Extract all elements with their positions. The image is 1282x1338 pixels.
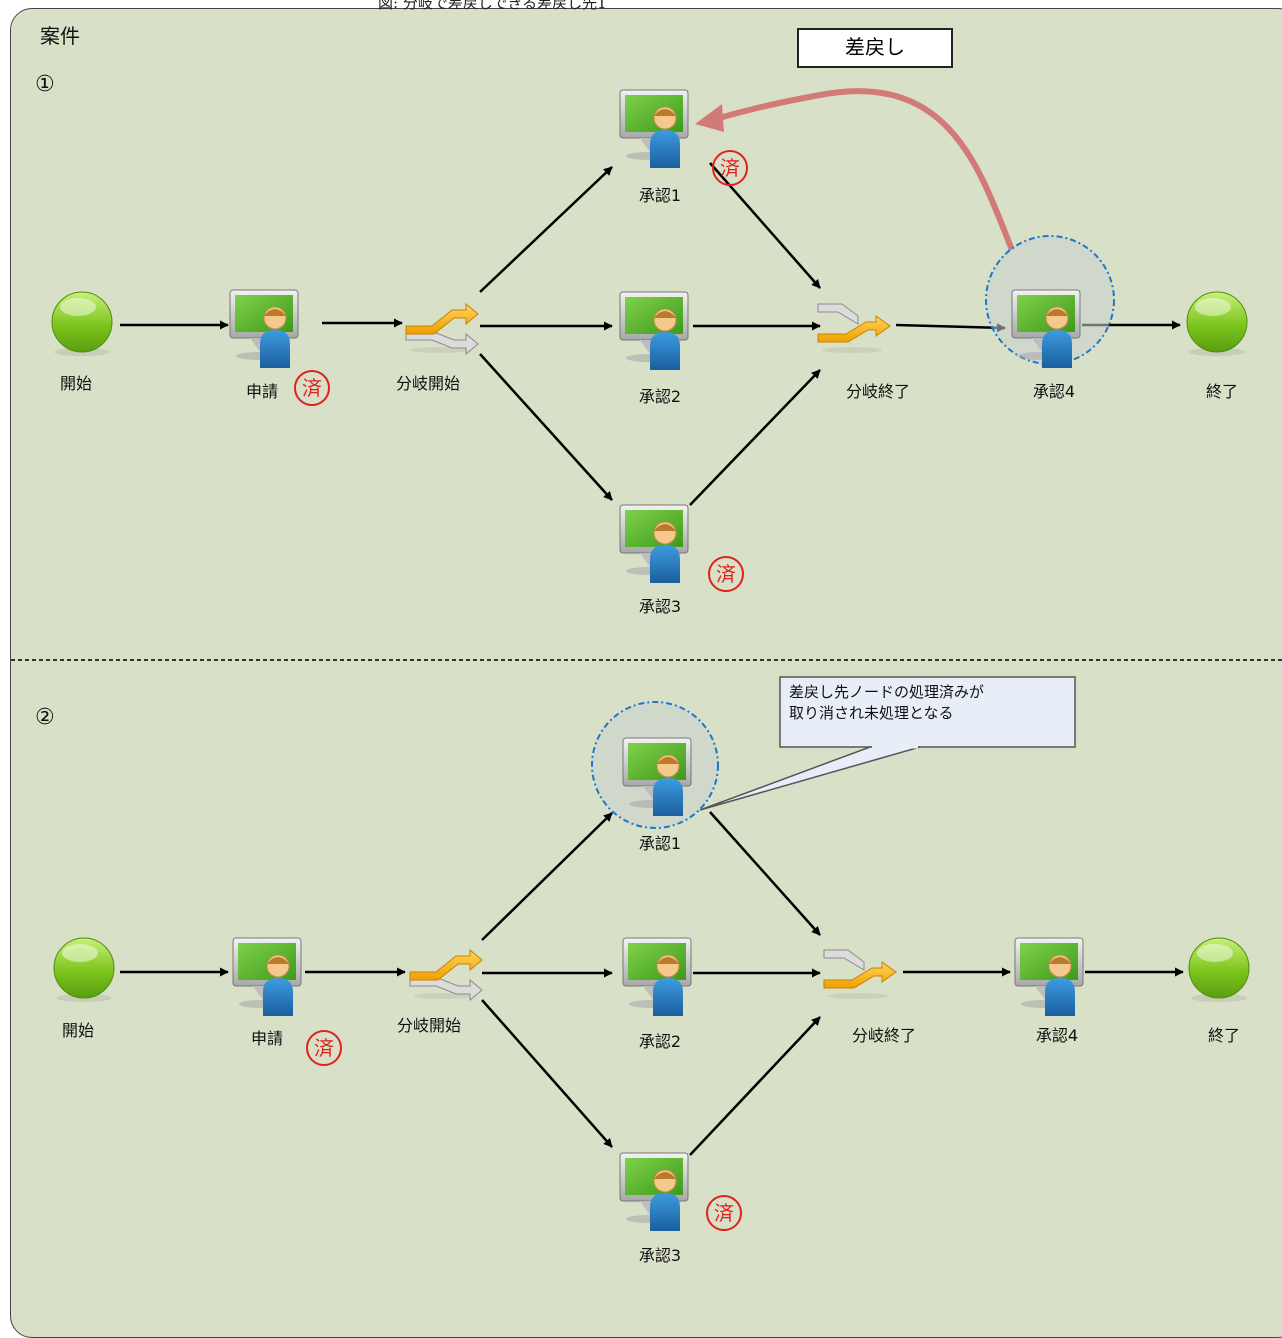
s1-node-approve3	[619, 504, 689, 583]
s1-node-end	[1186, 291, 1248, 356]
s1-node-approve2	[619, 291, 689, 370]
s2-node-branch-end	[823, 949, 897, 999]
s2-node-approve4	[1014, 937, 1084, 1016]
s1-edge-a3-join	[689, 369, 821, 506]
sendback-arrowhead	[695, 104, 724, 132]
s1-label-approve4: 承認4	[1032, 382, 1076, 401]
s1-node-branch-start	[405, 302, 479, 356]
case-panel	[10, 8, 1282, 1338]
s2-label-end: 終了	[1207, 1026, 1241, 1045]
sendback-arrow	[711, 88, 1015, 252]
s2-node-approve3	[619, 1152, 689, 1231]
s2-label-approve4: 承認4	[1035, 1026, 1079, 1045]
s2-label-branch-end: 分岐終了	[851, 1026, 917, 1045]
svg-text:済: 済	[314, 1036, 334, 1060]
s2-edge-branch-a1	[481, 812, 613, 941]
section-2-number: ②	[35, 705, 55, 730]
s1-node-approve1	[619, 89, 689, 168]
s2-node-approve1	[622, 737, 692, 816]
s1-label-approve1: 承認1	[638, 186, 682, 205]
s2-label-approve2: 承認2	[638, 1032, 682, 1051]
s1-edge-branch-a3	[479, 353, 613, 501]
s2-edge-a3-join	[689, 1016, 821, 1156]
s1-node-start	[51, 291, 113, 356]
s2-node-approve2	[622, 937, 692, 1016]
s1-edge-branch-a1	[479, 166, 613, 293]
s1-done-stamp-apply: 済	[294, 370, 330, 406]
s1-node-branch-end	[817, 303, 891, 353]
svg-text:済: 済	[720, 156, 740, 180]
note-callout-pointer	[699, 746, 921, 811]
s2-node-end	[1188, 937, 1250, 1002]
section-1-number: ①	[35, 72, 55, 97]
note-line-2: 取り消され未処理となる	[789, 704, 954, 722]
svg-text:済: 済	[716, 562, 736, 586]
sendback-label: 差戻し	[797, 28, 953, 68]
s1-node-apply	[229, 289, 299, 368]
s2-label-branch-start: 分岐開始	[396, 1016, 462, 1035]
s1-label-apply: 申請	[245, 382, 279, 401]
s1-label-start: 開始	[59, 374, 93, 393]
note-callout-text: 差戻し先ノードの処理済みが 取り消され未処理となる	[789, 682, 984, 724]
s2-node-apply	[232, 937, 302, 1016]
s2-label-apply: 申請	[250, 1029, 284, 1048]
caption-strip: 図: 分岐で差戻しできる差戻し先1	[0, 0, 1282, 12]
s2-edge-a1-join	[709, 811, 821, 936]
s2-label-approve3: 承認3	[638, 1246, 682, 1265]
s1-label-approve3: 承認3	[638, 597, 682, 616]
figure-caption: 図: 分岐で差戻しできる差戻し先1	[378, 0, 607, 12]
s2-label-start: 開始	[61, 1021, 95, 1040]
s1-node-approve4	[1011, 289, 1081, 368]
s1-done-stamp-approve1: 済	[712, 150, 748, 186]
s2-label-approve1: 承認1	[638, 834, 682, 853]
s1-label-approve2: 承認2	[638, 387, 682, 406]
s1-label-branch-start: 分岐開始	[395, 374, 461, 393]
note-callout-box	[779, 676, 1076, 748]
s2-node-branch-start	[409, 948, 483, 1002]
s1-done-stamp-approve3: 済	[708, 556, 744, 592]
s2-done-stamp-apply: 済	[306, 1030, 342, 1066]
svg-text:済: 済	[302, 376, 322, 400]
s2-edge-branch-a3	[481, 999, 613, 1148]
s1-label-end: 終了	[1205, 382, 1239, 401]
s2-done-stamp-approve3: 済	[706, 1195, 742, 1231]
note-line-1: 差戻し先ノードの処理済みが	[789, 683, 985, 701]
s2-node-start	[53, 937, 115, 1002]
s1-label-branch-end: 分岐終了	[845, 382, 911, 401]
svg-text:済: 済	[714, 1201, 734, 1225]
s1-edge-a1-join	[709, 162, 821, 289]
panel-title: 案件	[40, 24, 80, 48]
s1-edge-join-a4	[895, 323, 1006, 333]
